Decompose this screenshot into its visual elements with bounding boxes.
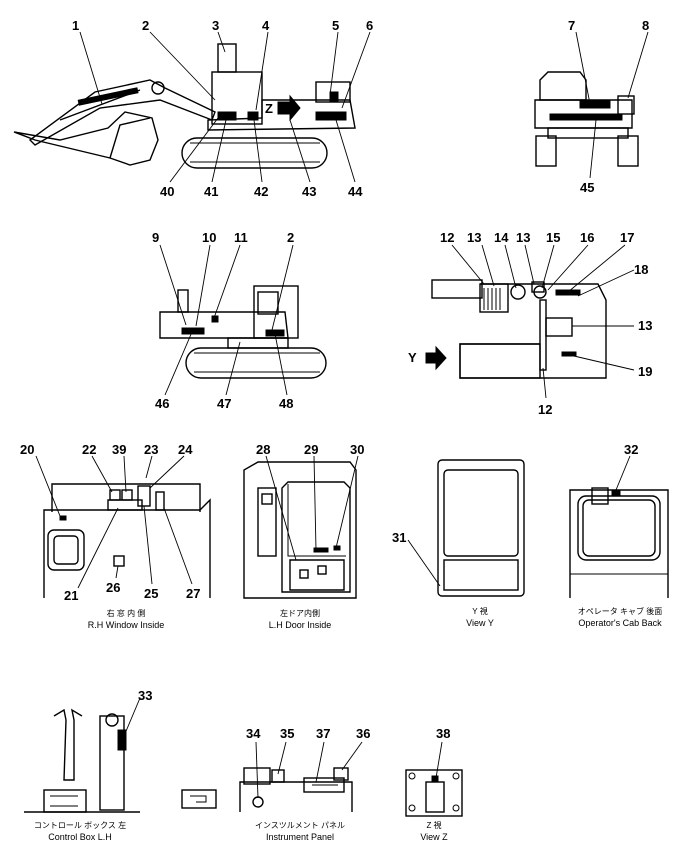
- rh-window-caption-jp: 右 窓 内 側: [107, 608, 146, 618]
- callout-41: 41: [204, 184, 218, 199]
- callout-30: 30: [350, 442, 364, 457]
- callout-9: 9: [152, 230, 159, 245]
- excavator-top-view: Y 12 13 14 13 15 16 17 18 13 19 12: [408, 230, 652, 417]
- callout-13-second: 13: [516, 230, 530, 245]
- callout-4: 4: [262, 18, 270, 33]
- callout-43: 43: [302, 184, 316, 199]
- instrument-caption-jp: インスツルメント パネル: [255, 821, 345, 830]
- callout-39: 39: [112, 442, 126, 457]
- callout-28: 28: [256, 442, 270, 457]
- callout-2: 2: [142, 18, 149, 33]
- callout-36: 36: [356, 726, 370, 741]
- callout-46: 46: [155, 396, 169, 411]
- control-box-caption: Control Box L.H: [48, 832, 112, 842]
- callout-31: 31: [392, 530, 406, 545]
- callout-47: 47: [217, 396, 231, 411]
- callout-44: 44: [348, 184, 363, 199]
- callout-6: 6: [366, 18, 373, 33]
- callout-11: 11: [234, 230, 248, 245]
- lh-door-caption: L.H Door Inside: [269, 620, 332, 630]
- callout-10: 10: [202, 230, 216, 245]
- callout-25: 25: [144, 586, 158, 601]
- callout-27: 27: [186, 586, 200, 601]
- view-y-caption: View Y: [466, 618, 494, 628]
- callout-5: 5: [332, 18, 339, 33]
- callout-21: 21: [64, 588, 78, 603]
- callout-40: 40: [160, 184, 174, 199]
- cab-back-caption: Operator's Cab Back: [578, 618, 662, 628]
- callout-24: 24: [178, 442, 193, 457]
- callout-38: 38: [436, 726, 450, 741]
- callout-14: 14: [494, 230, 509, 245]
- callout-1: 1: [72, 18, 79, 33]
- view-y: 31 Y 視 View Y: [392, 459, 525, 628]
- view-z-caption: View Z: [420, 832, 448, 842]
- callout-37: 37: [316, 726, 330, 741]
- view-y-marker: Y: [408, 350, 417, 365]
- operators-cab-back-view: 32 オペレータ キャブ 後面 Operator's Cab Back: [569, 442, 669, 628]
- rh-window-inside-view: 20 22 39 23 24 21 26 25 27 右 窓 内 側 R.H W…: [20, 442, 211, 630]
- callout-42: 42: [254, 184, 268, 199]
- excavator-right-side-view: 9 10 11 2 46 47 48: [152, 230, 327, 411]
- callout-3: 3: [212, 18, 219, 33]
- callout-13-third: 13: [638, 318, 652, 333]
- lh-door-caption-jp: 左ドア内側: [280, 608, 320, 618]
- instrument-panel-view: 34 35 37 36 インスツルメント パネル Instrument Pane…: [181, 726, 370, 842]
- callout-20: 20: [20, 442, 34, 457]
- callout-33: 33: [138, 688, 152, 703]
- view-y-caption-jp: Y 視: [472, 607, 487, 616]
- view-z: 38 Z 視 View Z: [405, 726, 463, 842]
- callout-12-second: 12: [538, 402, 552, 417]
- callout-48: 48: [279, 396, 293, 411]
- callout-35: 35: [280, 726, 294, 741]
- callout-34: 34: [246, 726, 261, 741]
- callout-45: 45: [580, 180, 594, 195]
- excavator-rear-view: 7 8 45: [534, 18, 649, 195]
- callout-22: 22: [82, 442, 96, 457]
- callout-15: 15: [546, 230, 560, 245]
- lh-door-inside-view: 28 29 30 左ドア内側 L.H Door Inside: [243, 442, 364, 630]
- control-box-lh-view: 33 コントロール ボックス 左 Control Box L.H: [24, 688, 152, 842]
- callout-19: 19: [638, 364, 652, 379]
- callout-23: 23: [144, 442, 158, 457]
- cab-back-caption-jp: オペレータ キャブ 後面: [578, 606, 662, 616]
- instrument-caption: Instrument Panel: [266, 832, 334, 842]
- callout-12: 12: [440, 230, 454, 245]
- callout-8: 8: [642, 18, 649, 33]
- callout-16: 16: [580, 230, 594, 245]
- callout-29: 29: [304, 442, 318, 457]
- callout-13: 13: [467, 230, 481, 245]
- callout-2-right: 2: [287, 230, 294, 245]
- callout-32: 32: [624, 442, 638, 457]
- view-z-marker: Z: [265, 101, 273, 116]
- control-box-caption-jp: コントロール ボックス 左: [34, 820, 126, 830]
- callout-26: 26: [106, 580, 120, 595]
- callout-18: 18: [634, 262, 648, 277]
- callout-7: 7: [568, 18, 575, 33]
- rh-window-caption: R.H Window Inside: [88, 620, 165, 630]
- callout-17: 17: [620, 230, 634, 245]
- excavator-side-view: Z 1 2 3 4 5 6 40 41 42 43 44: [13, 18, 373, 199]
- view-z-caption-jp: Z 視: [426, 821, 441, 830]
